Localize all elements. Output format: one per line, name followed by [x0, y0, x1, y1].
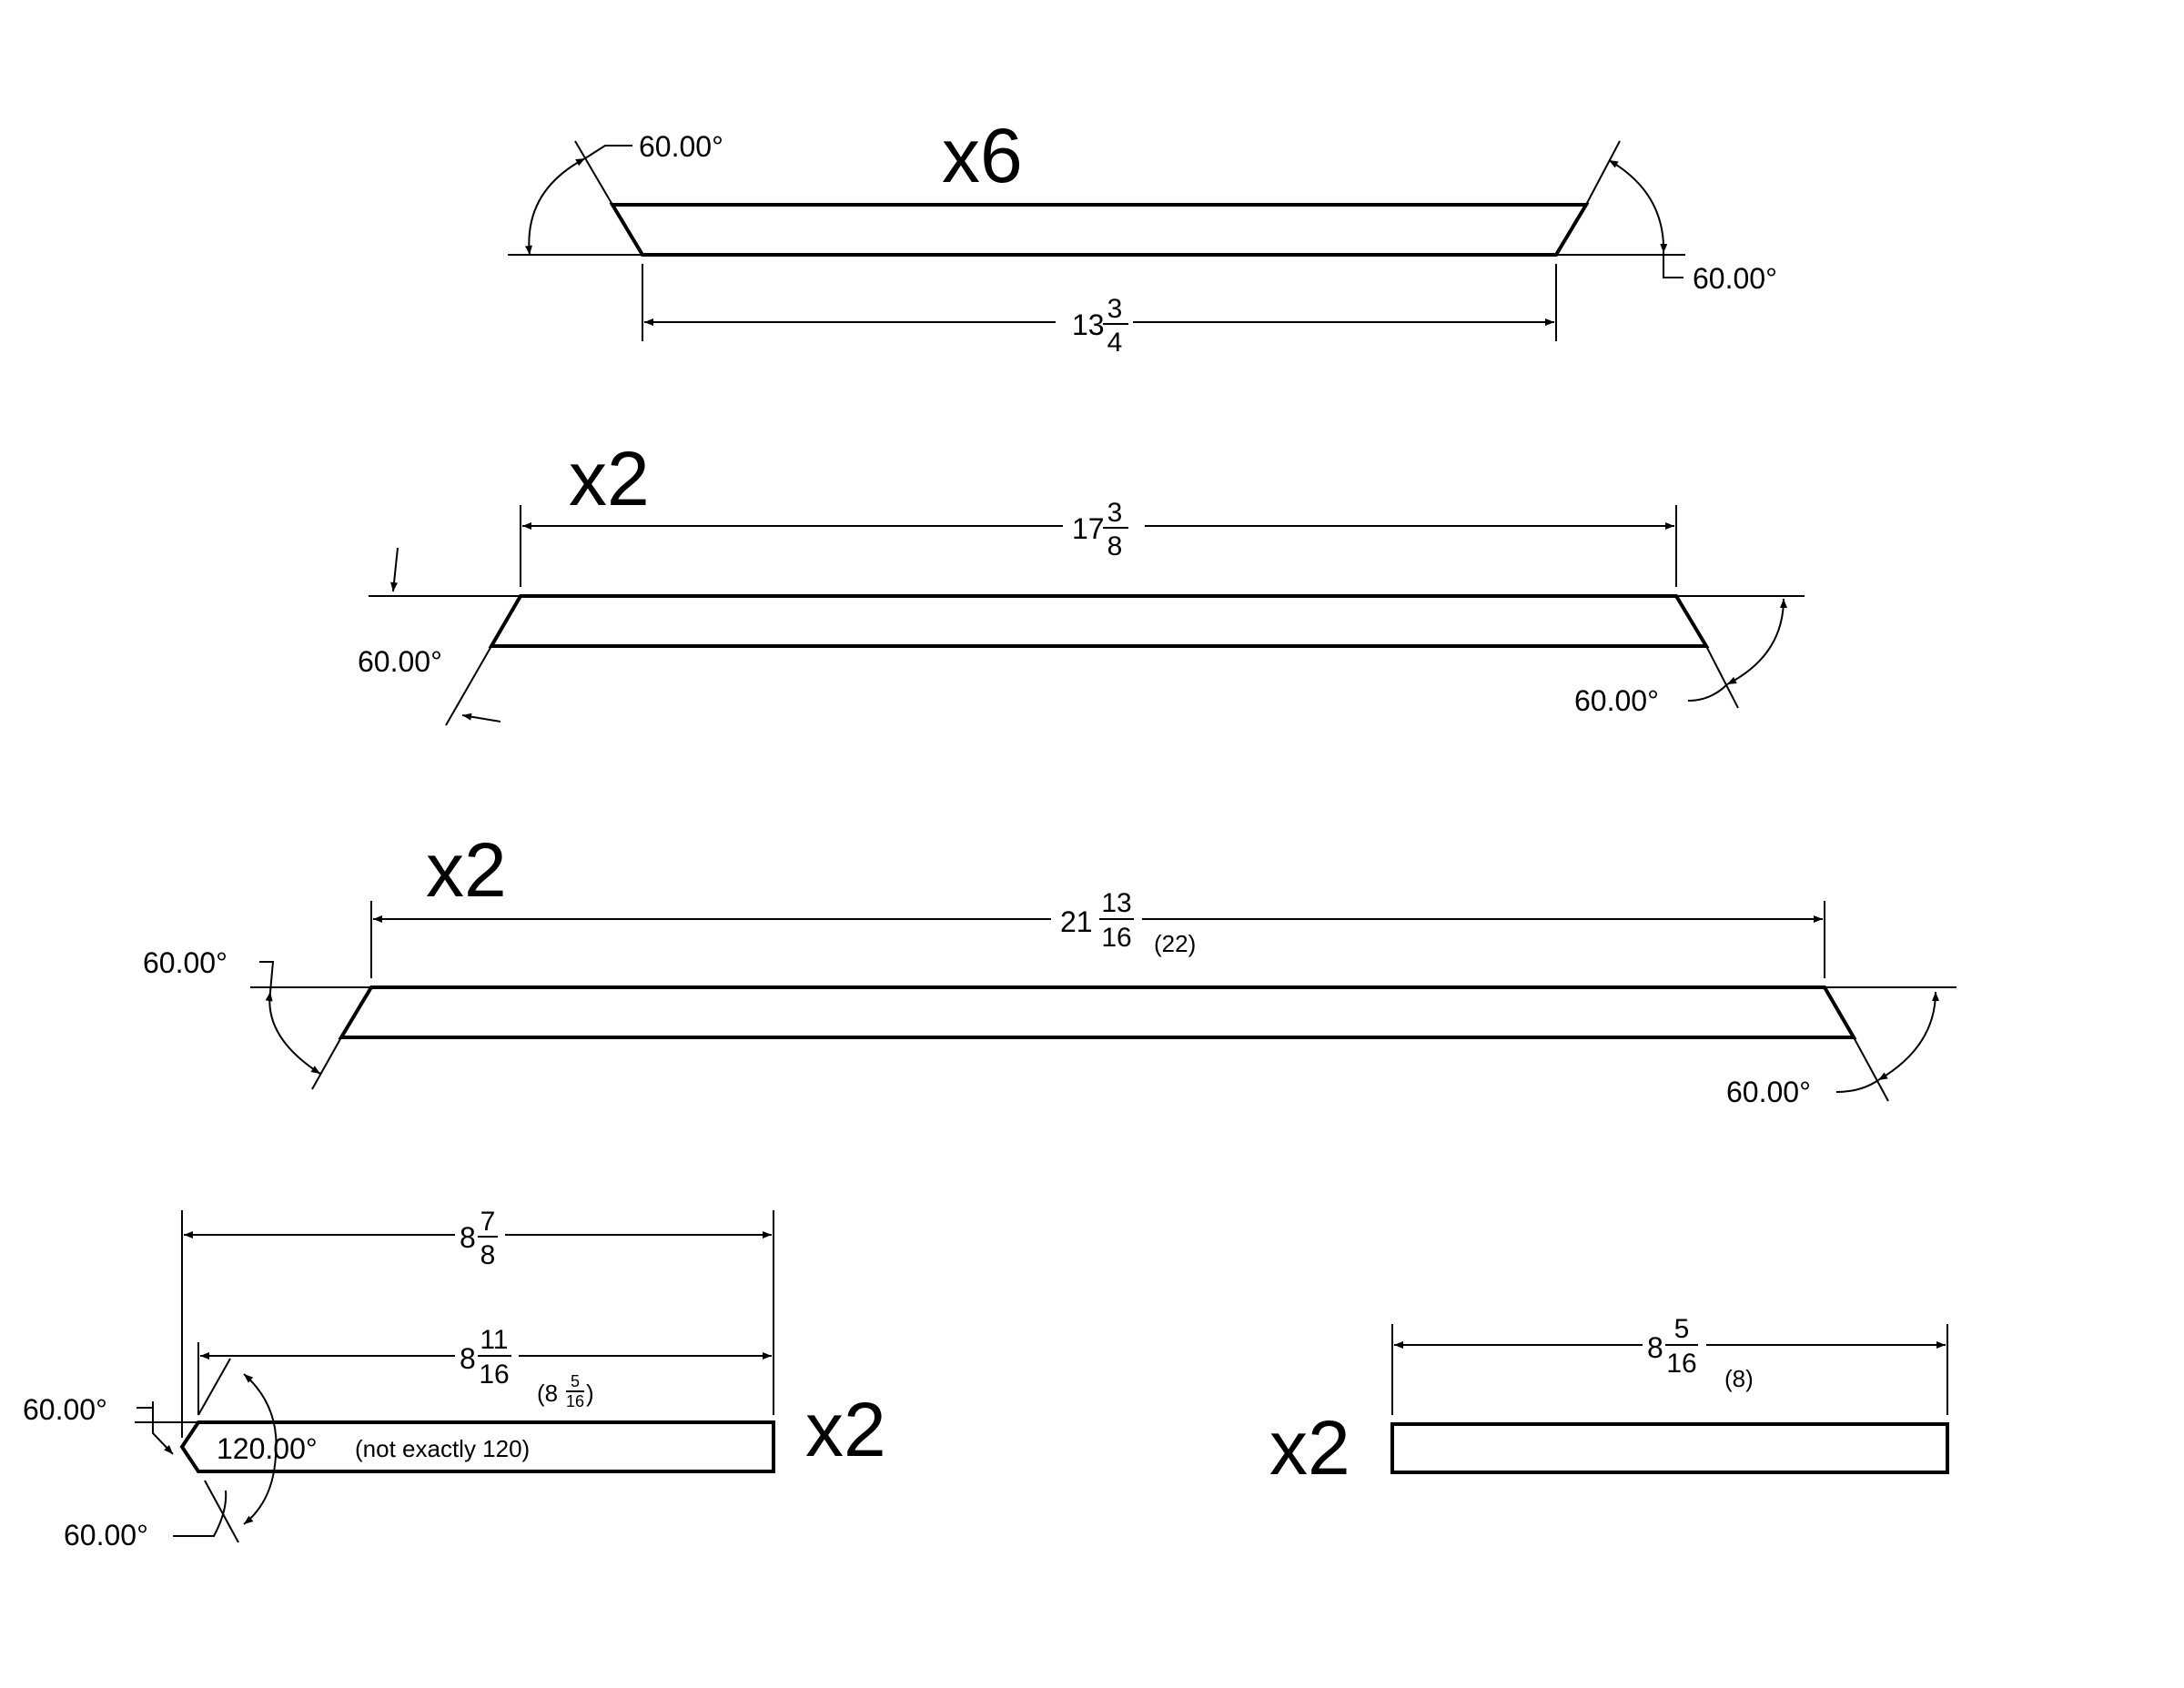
part-3-quantity: x2: [426, 827, 507, 913]
part-1-length-denominator: 4: [1107, 328, 1123, 358]
part-1-right-angle: 60.00°: [1693, 262, 1777, 295]
part-4-point-arc-top: [243, 1373, 278, 1457]
part-1: x6 60.00° 60.00° 13 3 4: [508, 113, 1777, 358]
part-2-quantity: x2: [569, 436, 650, 521]
part-4-bottom-leader: [173, 1490, 228, 1537]
part-4-point-note: (not exactly 120): [355, 1435, 530, 1462]
part-4-inner-alt-open: (8: [537, 1380, 558, 1407]
part-2-length-numerator: 3: [1107, 498, 1123, 528]
part-4-top-witness: [197, 1358, 231, 1416]
part-1-left-leader: [584, 145, 632, 159]
part-4-quantity: x2: [805, 1387, 886, 1472]
part-5-quantity: x2: [1269, 1405, 1350, 1491]
part-5-length-denominator: 16: [1666, 1349, 1696, 1379]
part-1-right-witness: [1585, 140, 1621, 206]
part-3-alternate-length: (22): [1154, 930, 1196, 957]
part-1-quantity: x6: [942, 113, 1023, 198]
part-3-right-leader: [1835, 1079, 1879, 1093]
part-3-right-angle-arc: [1877, 991, 1939, 1081]
part-1-left-witness: [574, 140, 613, 206]
part-2-right-angle: 60.00°: [1574, 684, 1659, 717]
part-3-left-leader: [259, 961, 275, 993]
part-1-outline: [609, 203, 1590, 257]
part-3-right-angle: 60.00°: [1726, 1076, 1811, 1108]
part-4-outline: [179, 1420, 775, 1473]
part-2-length-whole: 17: [1072, 512, 1105, 545]
part-4-overall-whole: 8: [460, 1221, 476, 1254]
part-3-left-angle: 60.00°: [143, 946, 228, 979]
part-3-right-witness: [1853, 1036, 1889, 1102]
part-1-left-angle: 60.00°: [639, 130, 723, 163]
part-2-left-witness: [445, 645, 492, 726]
part-2-left-arrow-top: [390, 547, 399, 592]
part-2-length-denominator: 8: [1107, 531, 1123, 561]
part-3-outline: [338, 986, 1857, 1039]
part-1-length-whole: 13: [1072, 308, 1105, 341]
part-2-right-witness: [1705, 645, 1739, 709]
part-1-right-angle-arc: [1608, 159, 1668, 254]
part-4-inner-alt-denominator: 16: [566, 1392, 584, 1410]
part-2-left-arrow-bottom: [461, 713, 501, 723]
part-4-bottom-witness: [204, 1480, 239, 1543]
part-4-inner-alt-numerator: 5: [571, 1372, 580, 1390]
part-4-top-angle: 60.00°: [23, 1393, 107, 1426]
part-3-length-numerator: 13: [1101, 888, 1131, 918]
part-1-left-angle-arc: [525, 157, 586, 256]
part-4-overall-denominator: 8: [480, 1240, 496, 1270]
part-5-alternate-length: (8): [1724, 1365, 1754, 1392]
part-5-length-numerator: 5: [1674, 1314, 1690, 1344]
part-5-outline: [1390, 1422, 1949, 1474]
part-1-right-leader: [1663, 253, 1684, 278]
part-5-length-whole: 8: [1647, 1331, 1663, 1364]
part-3: x2 60.00° 60.00° 21 13 16 (22): [143, 827, 1956, 1108]
part-4: x2 8 7 8 8 11 16 (8 5 16 ) 60.00°: [23, 1207, 886, 1552]
part-4-overall-numerator: 7: [480, 1207, 496, 1237]
part-4-inner-numerator: 11: [480, 1325, 508, 1355]
part-4-inner-alt-close: ): [586, 1380, 594, 1407]
part-1-length-numerator: 3: [1107, 294, 1123, 324]
part-2: x2 60.00° 60.00° 17 3 8: [358, 436, 1805, 726]
part-2-right-leader: [1687, 683, 1728, 702]
part-2-left-angle: 60.00°: [358, 645, 442, 678]
part-4-point-arc-bottom: [243, 1455, 277, 1525]
part-3-length-whole: 21: [1060, 905, 1093, 938]
part-3-left-witness: [311, 1036, 342, 1090]
part-4-inner-denominator: 16: [479, 1359, 509, 1390]
part-2-outline: [488, 594, 1710, 648]
part-3-length-denominator: 16: [1101, 923, 1131, 953]
part-4-inner-whole: 8: [460, 1342, 476, 1375]
part-4-point-angle: 120.00°: [217, 1432, 318, 1465]
part-5: x2 8 5 16 (8): [1269, 1314, 1949, 1491]
part-4-top-angle-arrow: [152, 1401, 174, 1455]
part-4-bottom-angle: 60.00°: [64, 1519, 148, 1552]
part-3-left-angle-arc: [265, 991, 321, 1075]
part-2-right-angle-arc: [1726, 598, 1787, 685]
